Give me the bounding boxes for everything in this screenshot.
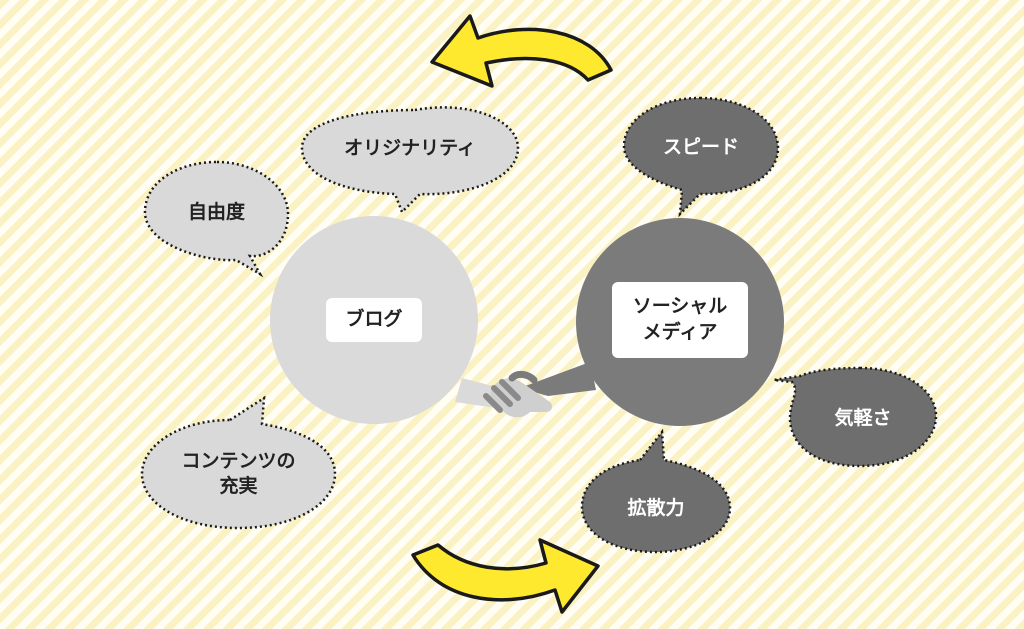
handshake-icon: [483, 370, 553, 418]
bubble-freedom-text: 自由度: [145, 184, 288, 240]
casualness-label: 気軽さ: [834, 406, 892, 429]
reach-label: 拡散力: [627, 496, 685, 519]
social-media-arm: [520, 362, 596, 396]
bubble-originality: [300, 106, 520, 215]
social-media-label-line2: メディア: [642, 321, 718, 343]
bubble-originality-text: オリジナリティ: [302, 118, 518, 178]
bubble-reach-text: 拡散力: [582, 480, 730, 536]
cycle-arrow-bottom: [411, 538, 600, 614]
bubble-speed-text: スピード: [624, 118, 778, 176]
social-media-label-line1: ソーシャル: [632, 295, 728, 318]
blog-label: ブログ: [326, 298, 422, 342]
content-label-line2: 充実: [219, 475, 258, 497]
originality-label: オリジナリティ: [344, 136, 476, 159]
bubble-content-text: コンテンツの 充実: [142, 436, 335, 512]
bubble-casualness: [773, 366, 938, 468]
cycle-arrow-top: [430, 14, 613, 88]
social-media-label: ソーシャル メディア: [612, 282, 748, 358]
bubble-freedom: [143, 160, 290, 278]
content-label-line1: コンテンツの: [181, 450, 296, 473]
speed-label: スピード: [662, 135, 739, 158]
bubble-casualness-text: 気軽さ: [790, 390, 936, 446]
freedom-label: 自由度: [187, 200, 245, 223]
bubble-reach: [580, 428, 732, 554]
blog-label-text: ブログ: [345, 308, 403, 331]
bubble-content: [140, 395, 337, 530]
bubble-speed: [622, 96, 780, 218]
